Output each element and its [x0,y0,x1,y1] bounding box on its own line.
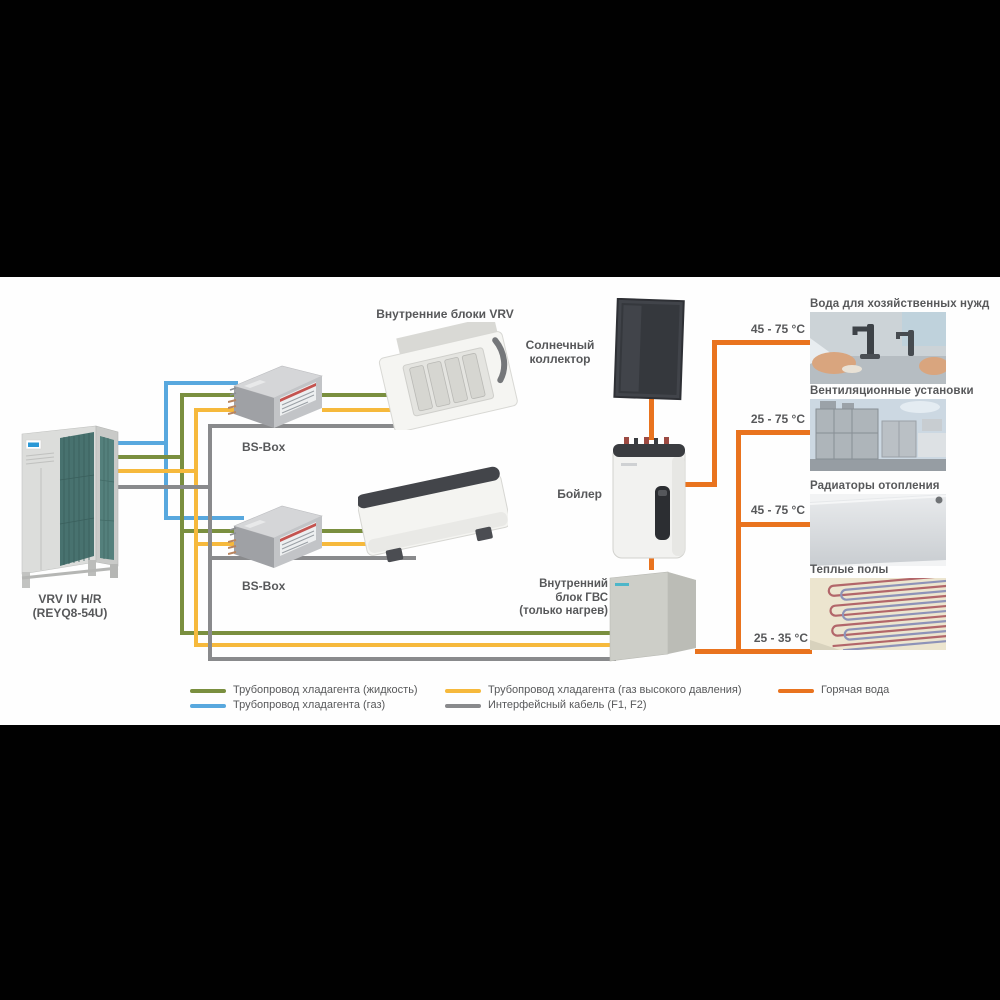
pipe-liquid-segment [322,393,388,397]
pipe-liquid-segment [322,529,378,533]
pipe-hot-water-segment [695,649,812,654]
cable-interface-segment [208,424,414,428]
pipe-liquid-segment [180,631,616,635]
output-label-warm-floors: Теплые полы [810,564,889,576]
legend-swatch-hot-water [778,689,814,693]
letterbox-top [0,0,1000,277]
cassette-indoor-unit-image [378,322,518,430]
dhw-indoor-unit-image [609,571,696,662]
pipe-gas-segment [164,381,238,385]
output-label-domestic-water: Вода для хозяйственных нужд [810,298,990,310]
letterbox-bottom [0,725,1000,1000]
temp-label-radiators: 45 - 75 °C [750,503,805,517]
outdoor-unit-label: VRV IV H/R (REYQ8-54U) [32,592,108,620]
boiler-label: Бойлер [557,487,602,501]
bs-box-top-label: BS-Box [242,440,286,454]
bs-box-bottom-image [228,505,323,568]
temp-label-ventilation: 25 - 75 °C [750,412,805,426]
pipe-hp-gas-segment [194,643,616,647]
photo-radiator [810,494,946,566]
pipe-hp-gas-segment [194,542,244,546]
pipe-hp-gas-segment [322,408,398,412]
legend-label-hot-water: Горячая вода [821,684,890,696]
pipe-hot-water-segment [736,430,741,654]
legend-label-gas: Трубопровод хладагента (газ) [233,699,386,711]
legend-label-interface: Интерфейсный кабель (F1, F2) [488,699,647,711]
pipe-hot-water-segment [736,522,812,527]
pipe-gas-segment [118,441,168,445]
pipe-hot-water-segment [736,430,812,435]
cable-interface-segment [208,657,616,661]
pipe-hot-water-segment [684,482,717,487]
legend-label-liquid: Трубопровод хладагента (жидкость) [233,684,418,696]
pipe-hp-gas-segment [322,542,378,546]
cable-interface-segment [208,556,416,560]
bs-box-top-image [228,365,323,428]
pipe-liquid-segment [180,393,238,397]
photo-underfloor-heating [810,578,946,650]
floor-console-unit-image [358,466,508,563]
bs-box-bottom-label: BS-Box [242,579,286,593]
pipe-hot-water-segment [712,340,717,487]
solar-collector-image [613,298,685,401]
outdoor-unit-image [21,425,119,588]
pipe-hp-gas-segment [194,408,238,412]
pipe-liquid-segment [118,455,184,459]
vrv-indoor-units-label: Внутренние блоки VRV [376,307,514,321]
photo-ventilation-units [810,399,946,471]
pipe-liquid-segment [180,529,244,533]
solar-collector-label: Солнечный коллектор [525,338,595,366]
pipe-hot-water-segment [649,398,654,440]
legend-swatch-liquid [190,689,226,693]
photo-domestic-water [810,312,946,384]
pipe-gas-segment [164,381,168,520]
boiler-image [612,437,686,559]
dhw-unit-label: Внутренний блок ГВС (только нагрев) [519,578,608,617]
pipe-hp-gas-segment [118,469,198,473]
output-label-ventilation: Вентиляционные установки [810,385,974,397]
pipe-hp-gas-segment [194,408,198,647]
output-label-radiators: Радиаторы отопления [810,480,940,492]
legend-swatch-hp-gas [445,689,481,693]
temp-label-domestic-water: 45 - 75 °C [750,322,805,336]
pipe-gas-segment [164,516,244,520]
cable-interface-segment [118,485,210,489]
pipe-hot-water-segment [712,340,812,345]
pipe-hot-water-segment [649,556,654,570]
pipe-liquid-segment [180,393,184,635]
temp-label-warm-floors: 25 - 35 °C [753,631,808,645]
cable-interface-segment [208,424,212,661]
legend-swatch-gas [190,704,226,708]
legend-label-hp-gas: Трубопровод хладагента (газ высокого дав… [488,684,742,696]
legend-swatch-interface [445,704,481,708]
